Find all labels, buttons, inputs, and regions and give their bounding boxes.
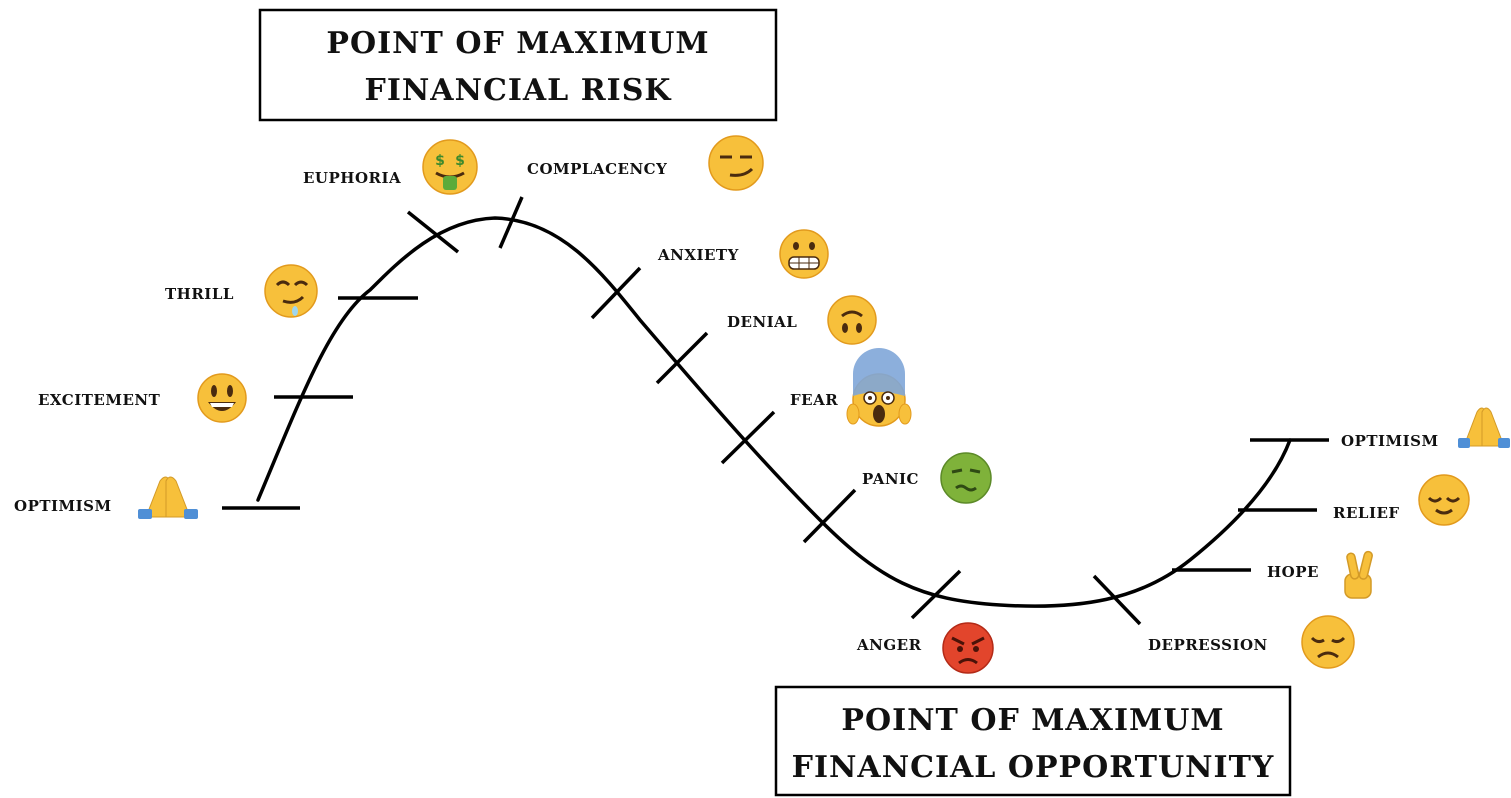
max-risk-title-line2: FINANCIAL RISK [365, 73, 672, 108]
svg-text:$: $ [455, 153, 465, 169]
tick-denial [655, 331, 709, 385]
tick-panic [802, 488, 857, 544]
disappointed-face-icon [1301, 615, 1355, 669]
stage-label-thrill: THRILL [165, 285, 234, 303]
svg-text:$: $ [435, 153, 445, 169]
tick-depression [1092, 574, 1142, 626]
crossed-fingers-icon [1344, 550, 1373, 599]
grimacing-face-icon [779, 229, 829, 279]
grinning-face-icon [197, 373, 247, 423]
tick-complacency [498, 196, 524, 249]
stage-label-hope: HOPE [1267, 563, 1319, 581]
stage-label-complacency: COMPLACENCY [527, 160, 667, 178]
stage-label-excitement: EXCITEMENT [38, 391, 161, 409]
tick-anxiety [590, 266, 642, 320]
max-opportunity-title-line2: FINANCIAL OPPORTUNITY [792, 750, 1275, 785]
stage-label-panic: PANIC [862, 470, 919, 488]
emoji-icons: $ $ [138, 135, 1510, 674]
stage-label-optimism-end: OPTIMISM [1341, 432, 1439, 450]
max-risk-box: POINT OF MAXIMUM FINANCIAL RISK [258, 8, 778, 122]
screaming-face-icon [846, 348, 912, 427]
tick-fear [720, 410, 776, 465]
drooling-face-icon [264, 264, 318, 318]
stage-label-anger: ANGER [856, 636, 922, 654]
nauseated-face-icon [940, 452, 992, 504]
money-mouth-face-icon: $ $ [422, 139, 478, 195]
stage-label-denial: DENIAL [727, 313, 797, 331]
praying-hands-icon [1458, 407, 1510, 448]
relieved-face-icon [1418, 474, 1470, 526]
max-risk-title-line1: POINT OF MAXIMUM [326, 26, 709, 61]
max-opportunity-title-line1: POINT OF MAXIMUM [841, 703, 1224, 738]
tick-euphoria [406, 210, 460, 254]
pouting-face-icon [942, 622, 994, 674]
smirking-face-icon [708, 135, 764, 191]
stage-label-fear: FEAR [790, 391, 838, 409]
upside-down-face-icon [827, 295, 877, 345]
tick-anger [910, 569, 962, 620]
stage-label-relief: RELIEF [1333, 504, 1400, 522]
stage-ticks [222, 196, 1329, 626]
max-opportunity-box: POINT OF MAXIMUM FINANCIAL OPPORTUNITY [774, 685, 1292, 797]
stage-label-euphoria: EUPHORIA [303, 169, 401, 187]
stage-label-optimism-start: OPTIMISM [14, 497, 112, 515]
stage-label-depression: DEPRESSION [1148, 636, 1268, 654]
stage-labels: OPTIMISM EXCITEMENT THRILL EUPHORIA COMP… [14, 160, 1439, 654]
emotion-cycle-curve [256, 216, 1292, 608]
stage-label-anxiety: ANXIETY [657, 246, 739, 264]
praying-hands-icon [138, 476, 198, 519]
